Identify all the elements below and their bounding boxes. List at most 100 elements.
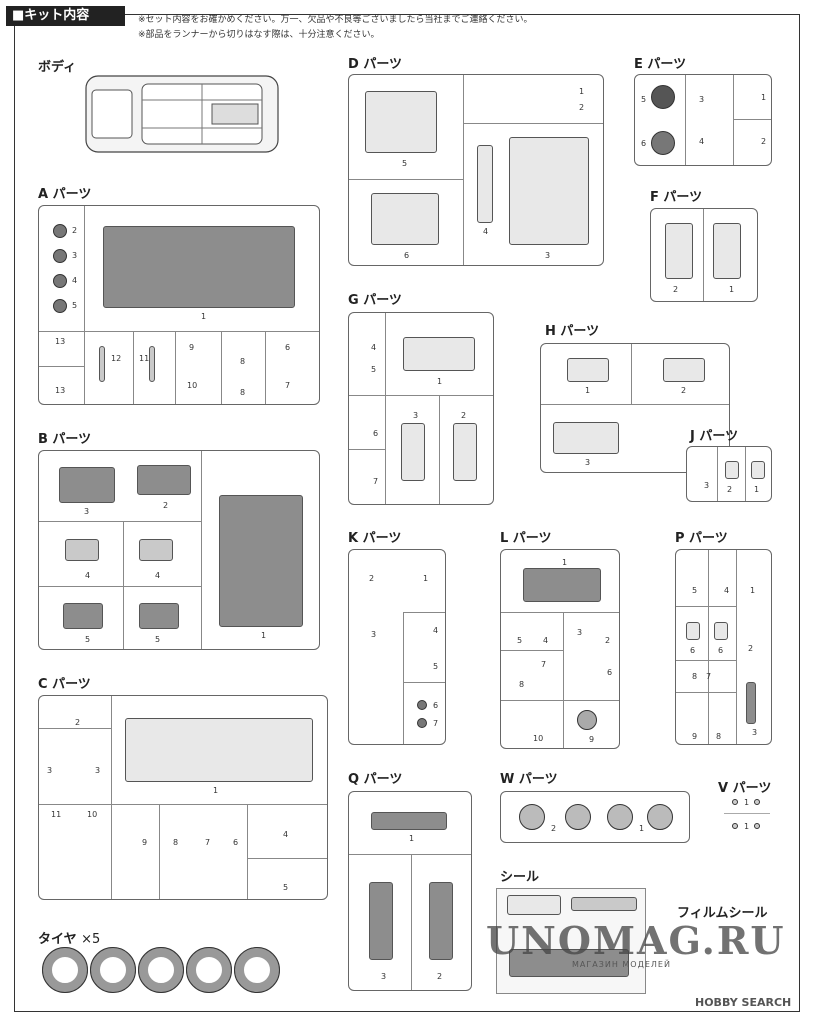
tire-multiplier: ×5 [81, 932, 101, 947]
b-num-3: 3 [84, 507, 90, 516]
c-num-1: 1 [213, 786, 219, 795]
a-part-5 [53, 299, 67, 313]
g-parts-title: G パーツ [348, 293, 402, 308]
d-num-1: 1 [579, 87, 585, 96]
c-num-7: 7 [205, 838, 211, 847]
g-num-6: 6 [373, 429, 379, 438]
j-parts-title: J パーツ [690, 429, 739, 444]
b-part-2 [137, 465, 191, 495]
j-num-3: 3 [704, 481, 710, 490]
d-num-4: 4 [483, 227, 489, 236]
decal-strip [571, 897, 637, 911]
j-num-2: 2 [727, 485, 733, 494]
p-num-2: 2 [748, 644, 754, 653]
a-num-10: 10 [187, 381, 198, 390]
p-part-3 [746, 682, 756, 724]
c-num-3-left: 3 [47, 766, 53, 775]
q-num-3: 3 [381, 972, 387, 981]
note-cut-carefully: ※部品をランナーから切りはなす際は、十分注意ください。 [138, 30, 380, 40]
a-num-9: 9 [189, 343, 195, 352]
a-num-13-bottom: 13 [55, 386, 66, 395]
p-num-3: 3 [752, 728, 758, 737]
g-num-3: 3 [413, 411, 419, 420]
e-parts-runner: 5 3 1 6 4 2 [634, 74, 772, 166]
body-title: ボディ [38, 60, 77, 75]
decal-windshield [507, 895, 561, 915]
d-num-5: 5 [402, 159, 408, 168]
l-num-6: 6 [607, 668, 613, 677]
q-parts-title: Q パーツ [348, 772, 403, 787]
h-parts-title: H パーツ [545, 324, 600, 339]
e-parts-title: E パーツ [634, 57, 687, 72]
kit-contents-heading: ■キット内容 [6, 6, 125, 26]
l-num-8: 8 [519, 680, 525, 689]
h-part-3 [553, 422, 619, 454]
g-num-5: 5 [371, 365, 377, 374]
k-parts-title: K パーツ [348, 531, 402, 546]
p-num-8-bottom: 8 [716, 732, 722, 741]
p-num-4: 4 [724, 586, 730, 595]
w-parts-title: W パーツ [500, 772, 558, 787]
b-num-4-left: 4 [85, 571, 91, 580]
d-parts-title: D パーツ [348, 57, 403, 72]
v-parts-runner: 1 1 [724, 795, 772, 835]
q-num-2: 2 [437, 972, 443, 981]
h-num-2: 2 [681, 386, 687, 395]
k-num-4: 4 [433, 626, 439, 635]
b-part-3 [59, 467, 115, 503]
q-part-1-grille [371, 812, 447, 830]
tire-3 [138, 947, 184, 993]
a-num-11: 11 [139, 354, 150, 363]
p-parts-title: P パーツ [675, 531, 728, 546]
b-part-5-left [63, 603, 103, 629]
a-num-1: 1 [201, 312, 207, 321]
c-parts-title: C パーツ [38, 677, 91, 692]
b-num-5-right: 5 [155, 635, 161, 644]
e-num-6: 6 [641, 139, 647, 148]
l-num-9: 9 [589, 735, 595, 744]
b-num-4-right: 4 [155, 571, 161, 580]
v-part-1-top-right [754, 799, 760, 805]
body-part [82, 70, 282, 158]
b-part-1-interior [219, 495, 303, 627]
g-part-2 [453, 423, 477, 481]
h-num-3: 3 [585, 458, 591, 467]
decal-plate [509, 949, 629, 977]
q-num-1: 1 [409, 834, 415, 843]
q-part-3-bumper [369, 882, 393, 960]
p-num-8-mid: 8 [692, 672, 698, 681]
seal-title: シール [500, 870, 540, 885]
g-parts-runner: 4 5 1 6 3 2 7 [348, 312, 494, 505]
f-num-1: 1 [729, 285, 735, 294]
l-part-1-dash [523, 568, 601, 602]
d-part-5-hood [365, 91, 437, 153]
d-part-4 [477, 145, 493, 223]
w-parts-runner: 2 1 [500, 791, 690, 843]
c-num-6: 6 [233, 838, 239, 847]
f-parts-runner: 2 1 [650, 208, 758, 302]
a-num-5: 5 [72, 301, 78, 310]
d-num-6: 6 [404, 251, 410, 260]
l-part-9-wheel [577, 710, 597, 730]
c-num-10: 10 [87, 810, 98, 819]
g-num-2: 2 [461, 411, 467, 420]
b-part-5-right [139, 603, 179, 629]
k-part-6 [417, 700, 427, 710]
p-part-6-left [686, 622, 700, 640]
a-parts-title: A パーツ [38, 187, 92, 202]
e-num-1: 1 [761, 93, 767, 102]
a-num-8-top: 8 [240, 357, 246, 366]
g-part-3 [401, 423, 425, 481]
a-part-12 [99, 346, 105, 382]
d-num-2: 2 [579, 103, 585, 112]
hobby-search-credit: HOBBY SEARCH [695, 996, 792, 1009]
a-parts-runner: 2 3 4 5 1 13 13 12 11 9 10 8 8 6 7 [38, 205, 320, 405]
k-num-5: 5 [433, 662, 439, 671]
k-num-3: 3 [371, 630, 377, 639]
p-num-7: 7 [706, 672, 712, 681]
tire-title: タイヤ ×5 [38, 928, 100, 947]
a-part-11 [149, 346, 155, 382]
b-parts-runner: 3 2 4 4 5 5 1 [38, 450, 320, 650]
l-parts-runner: 1 5 4 3 2 7 8 6 10 9 [500, 549, 620, 749]
v-part-1-bottom-left [732, 823, 738, 829]
